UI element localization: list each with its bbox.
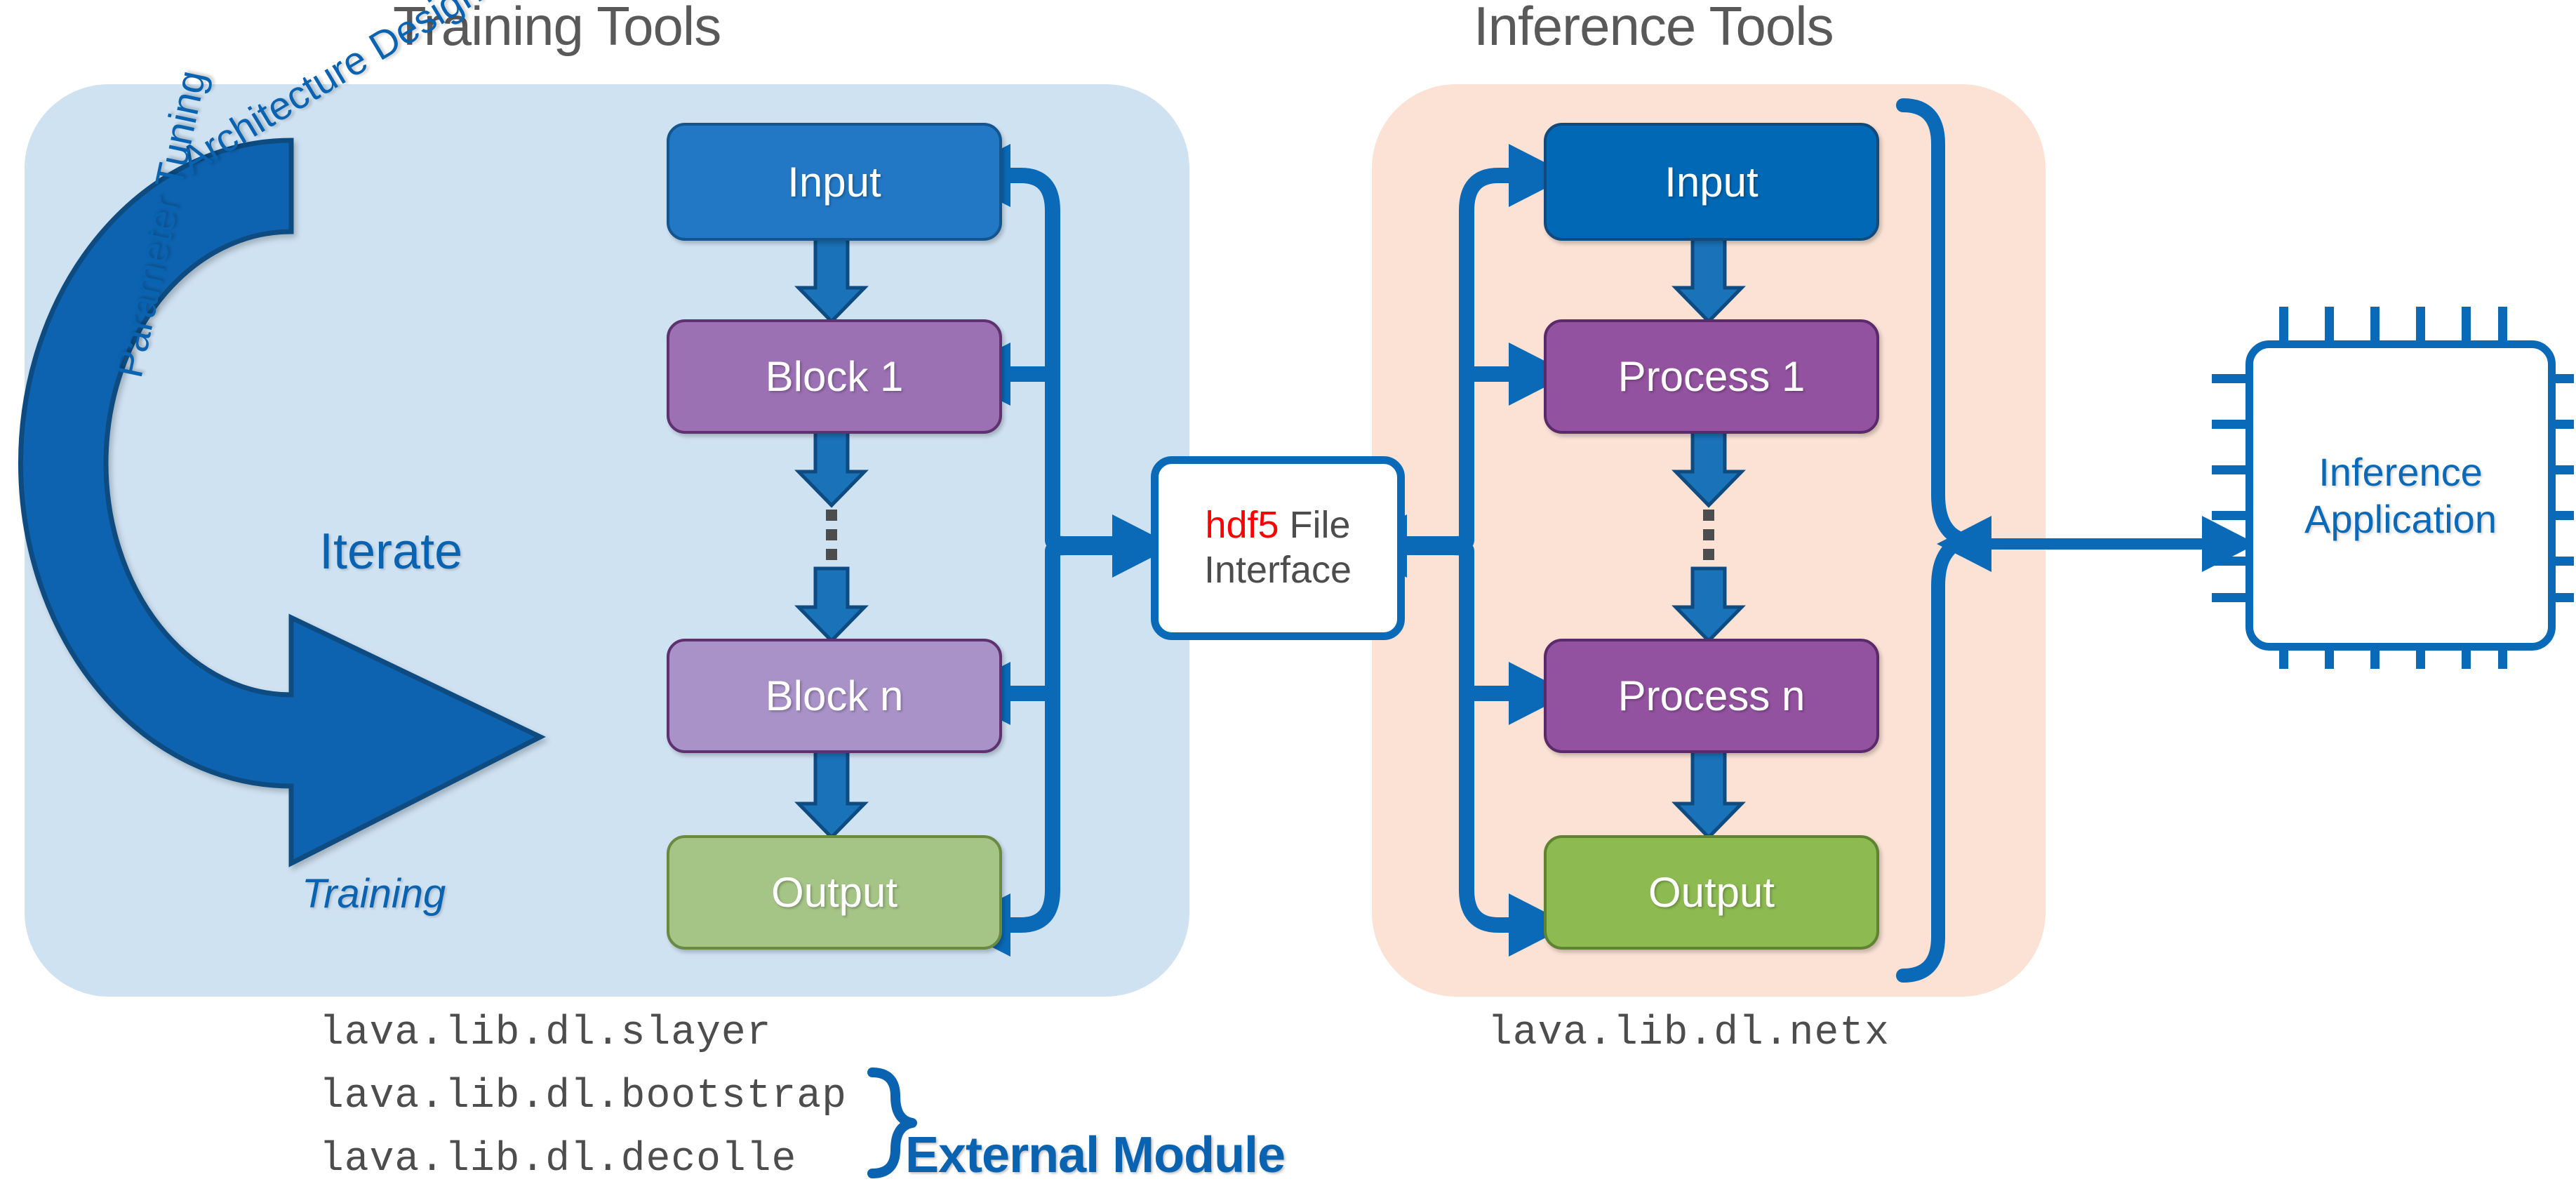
inference-tools-title: Inference Tools [1474, 0, 1834, 57]
training-block-n-label: Block n [765, 672, 904, 719]
module-slayer: lava.lib.dl.slayer [319, 1011, 772, 1056]
module-bootstrap: lava.lib.dl.bootstrap [319, 1074, 847, 1119]
external-module-label: External Module [905, 1127, 1286, 1183]
training-block-1-label: Block 1 [765, 353, 904, 400]
chip-pin-top-1 [2279, 307, 2288, 340]
inference-process-n-box[interactable]: Process n [1544, 639, 1879, 753]
inference-application-line-1: Inference [2318, 449, 2483, 494]
inference-application-chip[interactable]: Inference Application [2212, 307, 2574, 669]
hdf5-line-1: hdf5 File [1205, 503, 1350, 548]
training-output-label: Output [770, 869, 898, 916]
inference-process-n-label: Process n [1617, 672, 1806, 719]
training-block-1-box[interactable]: Block 1 [667, 319, 1002, 434]
hdf5-keyword: hdf5 [1205, 504, 1279, 547]
chip-pin-top-6 [2498, 307, 2507, 340]
hdf5-line-2: Interface [1203, 549, 1352, 591]
training-cycle-label: Training [302, 871, 446, 917]
chip-pin-left-2 [2212, 420, 2245, 429]
inference-output-box[interactable]: Output [1544, 835, 1879, 950]
inference-output-label: Output [1648, 869, 1775, 916]
iterate-label: Iterate [319, 524, 463, 580]
chip-pin-left-5 [2212, 557, 2245, 566]
chip-pin-left-6 [2212, 593, 2245, 602]
training-tools-panel [25, 84, 1189, 997]
training-output-box[interactable]: Output [667, 835, 1002, 950]
training-tools-title: Training Tools [393, 0, 721, 57]
training-input-box[interactable]: Input [667, 123, 1002, 241]
module-decolle: lava.lib.dl.decolle [319, 1137, 797, 1183]
inference-input-box[interactable]: Input [1544, 123, 1879, 241]
chip-pin-left-3 [2212, 465, 2245, 474]
hdf5-file-word: File [1279, 504, 1351, 547]
hdf5-file-interface-box[interactable]: hdf5 File Interface [1151, 456, 1405, 640]
chip-pin-top-5 [2462, 307, 2471, 340]
training-block-n-box[interactable]: Block n [667, 639, 1002, 753]
module-netx: lava.lib.dl.netx [1488, 1011, 1890, 1056]
inference-process-1-box[interactable]: Process 1 [1544, 319, 1879, 434]
training-input-label: Input [787, 158, 881, 206]
chip-pin-left-1 [2212, 374, 2245, 383]
inference-application-line-2: Application [2304, 497, 2497, 541]
inference-process-1-label: Process 1 [1617, 353, 1806, 400]
chip-pin-top-2 [2325, 307, 2334, 340]
chip-body: Inference Application [2245, 340, 2556, 651]
chip-pin-top-3 [2370, 307, 2380, 340]
inference-input-label: Input [1664, 158, 1759, 206]
chip-pin-top-4 [2416, 307, 2425, 340]
chip-pin-left-4 [2212, 511, 2245, 520]
